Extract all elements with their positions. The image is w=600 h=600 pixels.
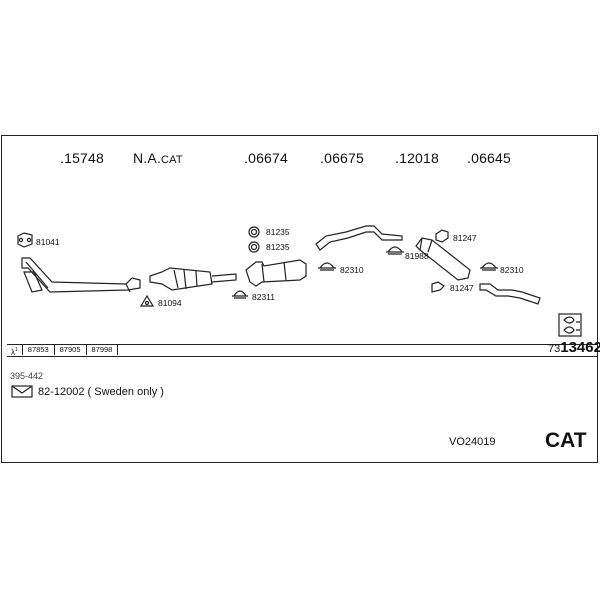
clamp-82310-left-icon [318,262,336,271]
header-code-na: N.A. [133,150,162,166]
part-label-81094: 81094 [158,298,182,308]
cat-label: CAT [545,429,587,452]
bottom-code-87998: 87998 [87,345,119,355]
header-code-15748: .15748 [60,150,105,166]
gasket-81041-icon [17,232,33,248]
clamp-82311-icon [232,290,248,299]
part-label-81247-bottom: 81247 [450,283,474,293]
diagram-reference-number: 7313462 [548,339,600,356]
gasket-81094-icon [139,294,155,307]
system-code: VO24019 [449,436,496,448]
diagram-frame [1,135,598,463]
bottom-code-87853: 87853 [23,345,55,355]
diagram-ref-main: 13462 [560,339,600,356]
part-label-81247-top: 81247 [453,233,477,243]
lambda-symbol: λ [11,347,15,357]
lambda-superscript: 1 [15,347,18,353]
part-label-82310-left: 82310 [340,265,364,275]
ring-81235-bottom-icon [248,241,260,253]
header-code-12018: .12018 [395,150,440,166]
part-label-81235-top: 81235 [266,227,290,237]
footer-divider-line [7,356,597,357]
header-code-06675: .06675 [320,150,365,166]
ring-81235-top-icon [248,226,260,238]
ring-81235-top-inner-icon [250,228,258,236]
envelope-icon [11,385,33,398]
clamp-81988-icon [386,246,404,255]
hanger-81247-bottom-icon [431,281,445,293]
header-code-06674: .06674 [244,150,289,166]
rear-silencer-icon [415,237,471,281]
bottom-divider-line [7,344,597,345]
tail-pipe-icon [479,283,541,305]
hanger-81247-top-icon [435,229,449,243]
part-label-81988: 81988 [405,251,429,261]
part-label-82311: 82311 [252,292,276,302]
diagram-reference-icon [558,313,582,337]
catalytic-converter-icon [149,267,237,291]
sweden-note: 82-12002 ( Sweden only ) [38,386,164,398]
bottom-code-87905: 87905 [55,345,87,355]
range-text: 395-442 [10,371,44,381]
part-label-82310-right: 82310 [500,265,524,275]
header-code-06645: .06645 [467,150,512,166]
clamp-82310-right-icon [480,262,498,271]
header-code-cat-suffix: CAT [161,154,183,166]
intermediate-pipe-icon [315,225,403,251]
header-code-na-cat: N.A.CAT [133,150,183,166]
lambda-codes-row: λ1 87853 87905 87998 [7,345,119,357]
diagram-ref-prefix: 73 [548,343,561,355]
part-label-81041: 81041 [36,237,60,247]
lambda-sensor-symbol: λ1 [7,345,23,357]
front-pipe-icon [21,257,141,293]
middle-muffler-icon [245,259,307,287]
part-label-81235-bottom: 81235 [266,242,290,252]
ring-81235-bottom-inner-icon [250,243,258,251]
